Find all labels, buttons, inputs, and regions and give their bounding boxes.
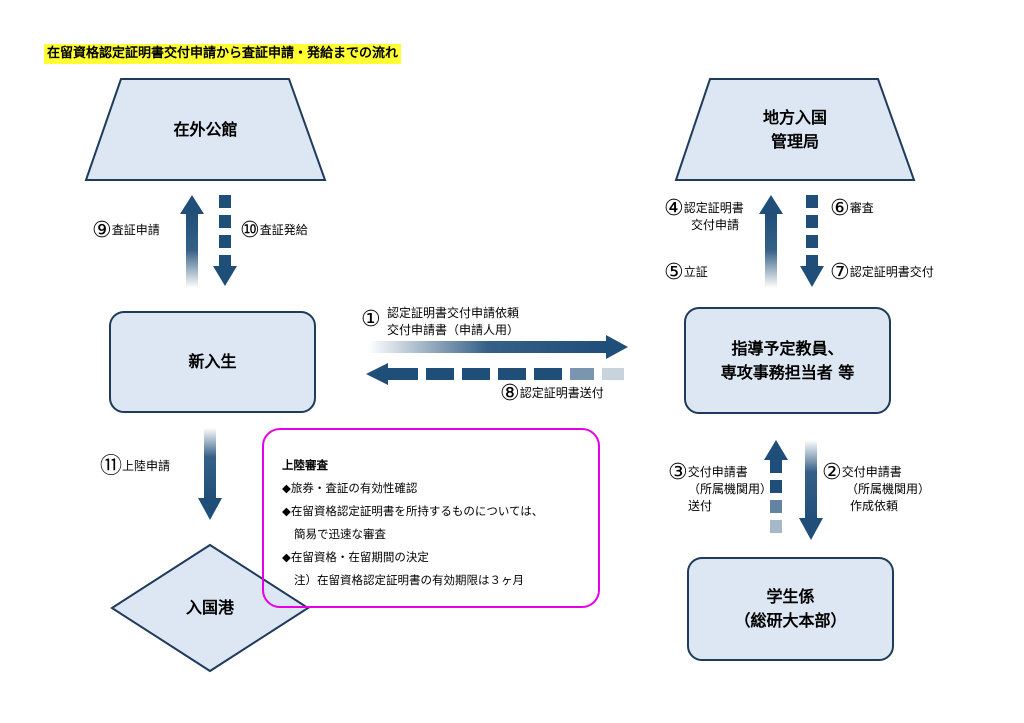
embassy-label: 在外公館	[173, 120, 238, 139]
arrow-visa-application	[180, 195, 204, 288]
arrow-form-sent	[764, 440, 788, 533]
step-8-text: 認定証明書送付	[519, 386, 604, 400]
note-heading: 上陸審査	[282, 458, 328, 472]
step-3-number: ③	[668, 460, 688, 485]
step-5-label: ⑤立証	[664, 262, 708, 284]
step-3-text-line2: （所属機関用）	[688, 482, 773, 496]
arrow-certificate-issuance	[800, 195, 824, 287]
step-11-label: ⑪上陸申請	[100, 456, 171, 478]
note-line-4: ◆在留資格・在留期間の決定	[282, 550, 429, 564]
student-affairs-office-label-line1: 学生係	[766, 587, 815, 606]
step-3-label: ③交付申請書 （所属機関用） 送付	[668, 462, 773, 515]
port-label: 入国港	[185, 598, 234, 617]
step-8-number: ⑧	[500, 381, 520, 406]
step-9-text: 査証申請	[111, 223, 160, 237]
arrow-request-application	[368, 335, 628, 359]
step-1-text-line2: 交付申請書（申請人用）	[387, 323, 520, 337]
step-7-number: ⑦	[830, 260, 850, 285]
immigration-bureau-node	[674, 78, 916, 181]
student-node	[109, 311, 316, 413]
step-2-label: ②交付申請書 （所属機関用） 作成依頼	[822, 462, 931, 515]
student-affairs-office-label: 学生係 （総研大本部）	[688, 582, 893, 636]
note-line-2: ◆在留資格認定証明書を所持するものについては、	[282, 504, 544, 518]
note-line-5: 注）在留資格認定証明書の有効期限は３ヶ月	[294, 573, 524, 587]
embassy-node	[84, 78, 327, 181]
arrow-visa-issuance	[213, 195, 237, 286]
step-7-label: ⑦認定証明書交付	[830, 262, 934, 284]
immigration-bureau-label-line1: 地方入国	[762, 108, 827, 127]
step-9-label: ⑨査証申請	[92, 220, 160, 242]
supervisor-label-line2: 専攻事務担当者 等	[720, 363, 855, 382]
student-affairs-office-node	[687, 557, 894, 661]
step-11-number: ⑪	[100, 454, 123, 479]
step-3-text-line3: 送付	[688, 499, 713, 513]
step-2-text-line3: 作成依頼	[850, 499, 899, 513]
step-1-number: ①	[361, 307, 381, 332]
step-11-text: 上陸申請	[122, 459, 171, 473]
step-4-number: ④	[664, 196, 684, 221]
step-1-label: ① 認定証明書交付申請依頼 交付申請書（申請人用）	[361, 305, 519, 339]
step-10-label: ⑩査証発給	[240, 220, 308, 242]
supervisor-label: 指導予定教員、 専攻事務担当者 等	[685, 334, 890, 388]
step-2-text-line2: （所属機関用）	[846, 482, 931, 496]
step-4-text-line1: 認定証明書	[683, 201, 744, 215]
step-6-label: ⑥審査	[830, 198, 874, 220]
student-label: 新入生	[188, 352, 237, 371]
arrow-certificate-application	[759, 195, 783, 288]
step-10-number: ⑩	[240, 218, 260, 243]
step-6-number: ⑥	[830, 196, 850, 221]
step-4-text-line2: 交付申請	[691, 218, 740, 232]
step-5-text: 立証	[683, 265, 708, 279]
page-title: 在留資格認定証明書交付申請から査証申請・発給までの流れ	[44, 44, 402, 64]
step-7-text: 認定証明書交付	[849, 265, 934, 279]
step-4-label: ④認定証明書 交付申請	[664, 198, 744, 234]
step-10-text: 査証発給	[259, 223, 308, 237]
landing-inspection-note: 上陸審査 ◆旅券・査証の有効性確認 ◆在留資格認定証明書を所持するものについては…	[262, 428, 600, 608]
step-3-text-line1: 交付申請書	[687, 465, 748, 479]
arrow-certificate-sent	[366, 363, 624, 385]
immigration-bureau-label-line2: 管理局	[770, 132, 819, 151]
step-9-number: ⑨	[92, 218, 112, 243]
student-affairs-office-label-line2: （総研大本部）	[734, 611, 847, 630]
port-node	[110, 543, 310, 673]
step-2-text-line1: 交付申請書	[841, 465, 902, 479]
note-line-3: 簡易で迅速な審査	[294, 527, 386, 541]
arrow-form-request	[799, 440, 823, 540]
immigration-bureau-label: 地方入国 管理局	[676, 104, 914, 156]
step-1-text-line1: 認定証明書交付申請依頼	[387, 306, 520, 320]
step-2-number: ②	[822, 460, 842, 485]
step-8-label: ⑧認定証明書送付	[500, 383, 604, 405]
note-line-1: ◆旅券・査証の有効性確認	[282, 481, 418, 495]
supervisor-node	[684, 307, 891, 414]
step-5-number: ⑤	[664, 260, 684, 285]
supervisor-label-line1: 指導予定教員、	[731, 339, 844, 358]
arrow-landing-application	[198, 428, 222, 520]
step-6-text: 審査	[849, 201, 874, 215]
